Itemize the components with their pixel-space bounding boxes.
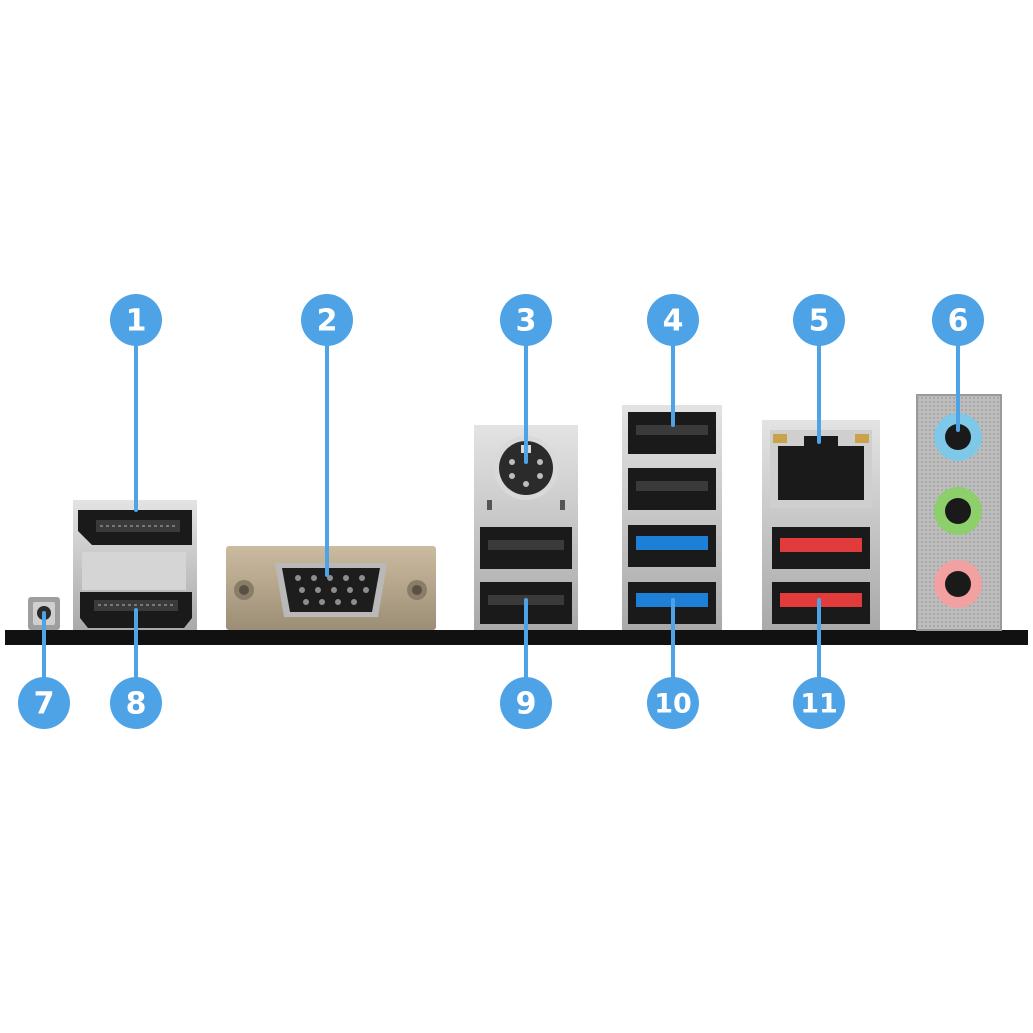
svg-text:7: 7 bbox=[34, 687, 55, 722]
badge-7: 7 bbox=[18, 677, 70, 729]
svg-text:8: 8 bbox=[126, 687, 147, 722]
svg-text:5: 5 bbox=[809, 304, 830, 339]
svg-text:10: 10 bbox=[654, 689, 692, 720]
leader-lines bbox=[42, 343, 960, 682]
ethernet-icon bbox=[770, 430, 872, 508]
svg-text:11: 11 bbox=[800, 689, 838, 720]
badge-5: 5 bbox=[793, 294, 845, 346]
lan-usb-block bbox=[762, 420, 880, 630]
svg-text:4: 4 bbox=[663, 304, 684, 339]
ps2-icon bbox=[487, 436, 565, 510]
svg-text:1: 1 bbox=[126, 304, 147, 339]
usb-stack bbox=[622, 405, 722, 630]
badge-3: 3 bbox=[500, 294, 552, 346]
svg-text:9: 9 bbox=[516, 687, 537, 722]
badge-6: 6 bbox=[932, 294, 984, 346]
svg-text:6: 6 bbox=[948, 304, 969, 339]
badge-2: 2 bbox=[301, 294, 353, 346]
badge-8: 8 bbox=[110, 677, 162, 729]
badge-11: 11 bbox=[793, 677, 845, 729]
displayport-hdmi-stack bbox=[73, 500, 197, 630]
badge-1: 1 bbox=[110, 294, 162, 346]
vga-icon bbox=[226, 546, 436, 630]
badge-4: 4 bbox=[647, 294, 699, 346]
svg-text:2: 2 bbox=[317, 304, 338, 339]
audio-jack-icon bbox=[916, 394, 1002, 631]
svg-text:3: 3 bbox=[516, 304, 537, 339]
badge-10: 10 bbox=[647, 677, 699, 729]
baseline-bar bbox=[5, 630, 1028, 645]
badge-9: 9 bbox=[500, 677, 552, 729]
displayport-icon bbox=[78, 510, 192, 545]
